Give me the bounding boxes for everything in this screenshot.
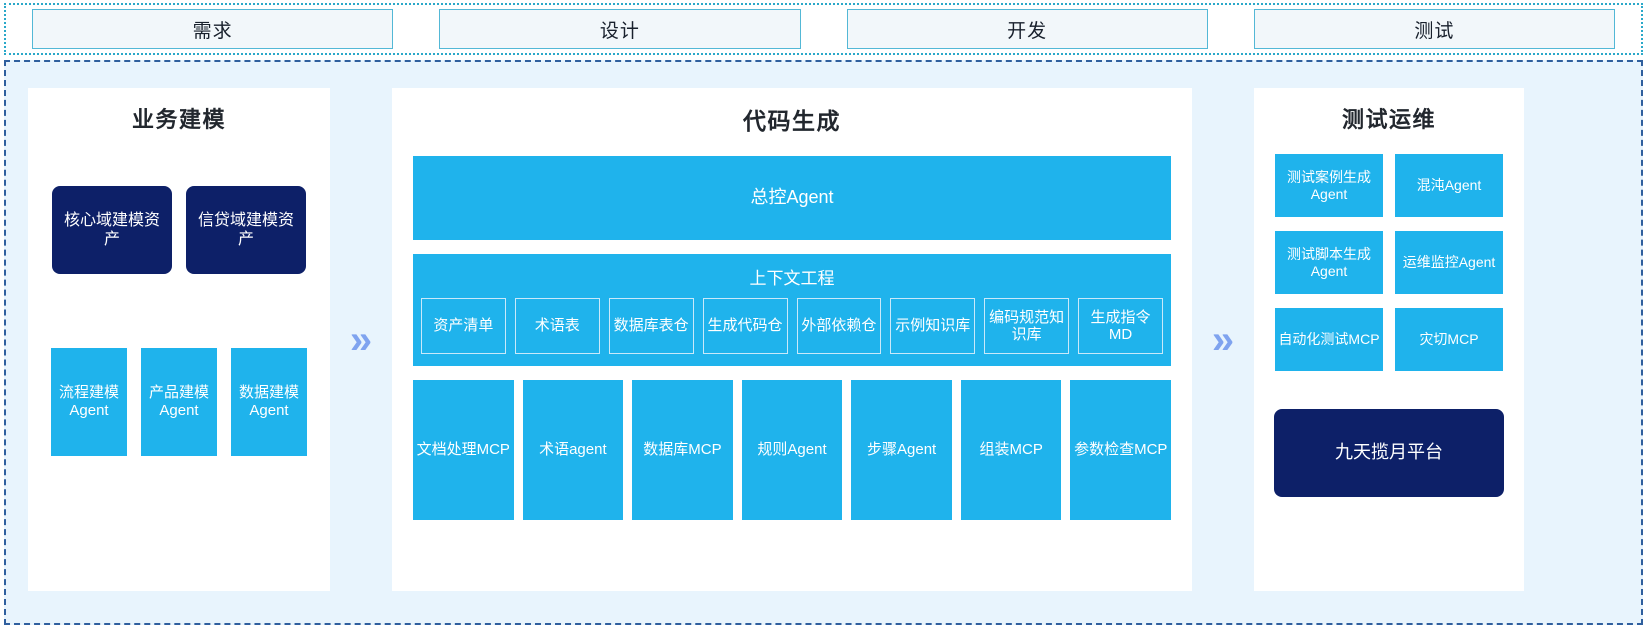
- test-ops-card-automated-test-mcp[interactable]: 自动化测试MCP: [1275, 308, 1383, 371]
- agent-card-label: 产品建模Agent: [148, 384, 209, 419]
- test-ops-card-label: 自动化测试MCP: [1278, 331, 1380, 348]
- platform-card-label: 九天揽月平台: [1335, 442, 1443, 463]
- tool-card-label: 组装MCP: [979, 441, 1043, 458]
- tool-card-assembly-mcp[interactable]: 组装MCP: [960, 380, 1062, 520]
- stage-box-testing[interactable]: 测试: [1253, 9, 1615, 49]
- context-item-label: 生成代码仓: [707, 317, 783, 335]
- platform-card-jiutian-lanyue[interactable]: 九天揽月平台: [1274, 409, 1504, 497]
- tool-card-label: 数据库MCP: [643, 441, 722, 458]
- context-item-asset-list[interactable]: 资产清单: [421, 298, 506, 354]
- panel-business-modeling: 业务建模 核心域建模资产 信贷域建模资产 流程建模Agent 产品建模Agent…: [28, 88, 330, 591]
- test-ops-card-ops-monitoring-agent[interactable]: 运维监控Agent: [1395, 231, 1503, 294]
- stage-label: 设计: [599, 20, 640, 42]
- context-engineering-title: 上下文工程: [749, 269, 835, 288]
- tool-card-label: 参数检查MCP: [1074, 441, 1168, 458]
- tool-card-database-mcp[interactable]: 数据库MCP: [632, 380, 733, 520]
- agent-card-label: 流程建模Agent: [58, 384, 119, 419]
- tool-card-step-agent[interactable]: 步骤Agent: [851, 380, 952, 520]
- context-item-coding-standard-knowledge-base[interactable]: 编码规范知识库: [984, 298, 1070, 354]
- context-item-label: 术语表: [534, 317, 580, 335]
- panel-title-business-modeling: 业务建模: [131, 107, 226, 132]
- test-ops-card-label: 灾切MCP: [1419, 331, 1479, 348]
- context-item-external-dependency-repo[interactable]: 外部依赖仓: [796, 298, 882, 354]
- context-engineering-block: 上下文工程 资产清单 术语表 数据库表仓 生成代码仓: [413, 254, 1171, 366]
- test-ops-card-test-case-generation-agent[interactable]: 测试案例生成Agent: [1275, 154, 1383, 217]
- context-item-row: 资产清单 术语表 数据库表仓 生成代码仓 外部依赖仓: [421, 298, 1163, 354]
- context-item-glossary[interactable]: 术语表: [514, 298, 600, 354]
- tool-card-label: 文档处理MCP: [416, 441, 510, 458]
- context-item-example-knowledge-base[interactable]: 示例知识库: [890, 298, 976, 354]
- context-item-generation-instruction-md[interactable]: 生成指令MD: [1078, 298, 1163, 354]
- context-item-label: 资产清单: [433, 317, 494, 335]
- tool-card-label: 步骤Agent: [867, 441, 937, 458]
- architecture-band: 业务建模 核心域建模资产 信贷域建模资产 流程建模Agent 产品建模Agent…: [4, 60, 1643, 625]
- context-item-generated-code-repo[interactable]: 生成代码仓: [702, 298, 788, 354]
- asset-card-label: 核心域建模资产: [63, 211, 160, 248]
- panel-test-ops: 测试运维 测试案例生成Agent 混沌Agent 测试脚本生成Agent 运维监…: [1254, 88, 1524, 591]
- test-ops-card-label: 测试案例生成Agent: [1287, 168, 1371, 202]
- agent-card-product-modeling[interactable]: 产品建模Agent: [141, 348, 217, 456]
- stage-band: 需求 设计 开发 测试: [4, 3, 1643, 55]
- agent-card-data-modeling[interactable]: 数据建模Agent: [231, 348, 307, 456]
- test-ops-card-label: 混沌Agent: [1416, 177, 1482, 194]
- tool-card-label: 术语agent: [539, 441, 607, 458]
- test-ops-card-chaos-agent[interactable]: 混沌Agent: [1395, 154, 1503, 217]
- agent-card-process-modeling[interactable]: 流程建模Agent: [51, 348, 127, 456]
- master-agent-label: 总控Agent: [750, 187, 834, 208]
- test-ops-card-disaster-switch-mcp[interactable]: 灾切MCP: [1395, 308, 1503, 371]
- panel-title-test-ops: 测试运维: [1341, 107, 1436, 132]
- stage-box-design[interactable]: 设计: [439, 9, 801, 49]
- stage-label: 测试: [1414, 20, 1455, 42]
- context-item-db-table-repo[interactable]: 数据库表仓: [608, 298, 694, 354]
- stage-label: 需求: [192, 20, 233, 42]
- test-ops-card-test-script-generation-agent[interactable]: 测试脚本生成Agent: [1275, 231, 1383, 294]
- master-agent-bar[interactable]: 总控Agent: [413, 156, 1171, 240]
- chevron-right-icon-2: »: [1192, 88, 1254, 591]
- asset-card-credit-domain[interactable]: 信贷域建模资产: [186, 186, 306, 274]
- chevron-right-icon-1: »: [330, 88, 392, 591]
- tool-card-label: 规则Agent: [757, 441, 827, 458]
- chevron-glyph: »: [349, 317, 373, 362]
- context-item-label: 生成指令MD: [1090, 308, 1151, 343]
- tool-card-rule-agent[interactable]: 规则Agent: [741, 380, 843, 520]
- stage-box-development[interactable]: 开发: [846, 9, 1208, 49]
- test-ops-card-label: 运维监控Agent: [1402, 254, 1496, 271]
- business-agent-group: 流程建模Agent 产品建模Agent 数据建模Agent: [51, 348, 307, 456]
- context-item-label: 数据库表仓: [613, 317, 689, 335]
- test-ops-card-grid: 测试案例生成Agent 混沌Agent 测试脚本生成Agent 运维监控Agen…: [1275, 154, 1503, 371]
- stage-box-requirement[interactable]: 需求: [32, 9, 394, 49]
- chevron-glyph: »: [1211, 317, 1235, 362]
- context-item-label: 外部依赖仓: [801, 317, 877, 335]
- asset-card-label: 信贷域建模资产: [197, 211, 294, 248]
- context-item-label: 编码规范知识库: [989, 308, 1065, 343]
- stage-label: 开发: [1007, 20, 1048, 42]
- tool-card-document-processing-mcp[interactable]: 文档处理MCP: [413, 380, 514, 520]
- tool-card-parameter-check-mcp[interactable]: 参数检查MCP: [1070, 380, 1172, 520]
- panel-title-code-generation: 代码生成: [743, 108, 841, 134]
- agent-card-label: 数据建模Agent: [238, 384, 299, 419]
- business-asset-group: 核心域建模资产 信贷域建模资产: [52, 186, 306, 274]
- asset-card-core-domain[interactable]: 核心域建模资产: [52, 186, 172, 274]
- code-generation-content: 总控Agent 上下文工程 资产清单 术语表 数据库表仓: [392, 156, 1192, 520]
- tool-card-glossary-agent[interactable]: 术语agent: [522, 380, 624, 520]
- tool-card-row: 文档处理MCP 术语agent 数据库MCP 规则Agent 步骤Agent: [413, 380, 1172, 520]
- test-ops-card-label: 测试脚本生成Agent: [1287, 245, 1371, 279]
- panel-code-generation: 代码生成 总控Agent 上下文工程 资产清单 术语表: [392, 88, 1192, 591]
- context-item-label: 示例知识库: [895, 317, 971, 335]
